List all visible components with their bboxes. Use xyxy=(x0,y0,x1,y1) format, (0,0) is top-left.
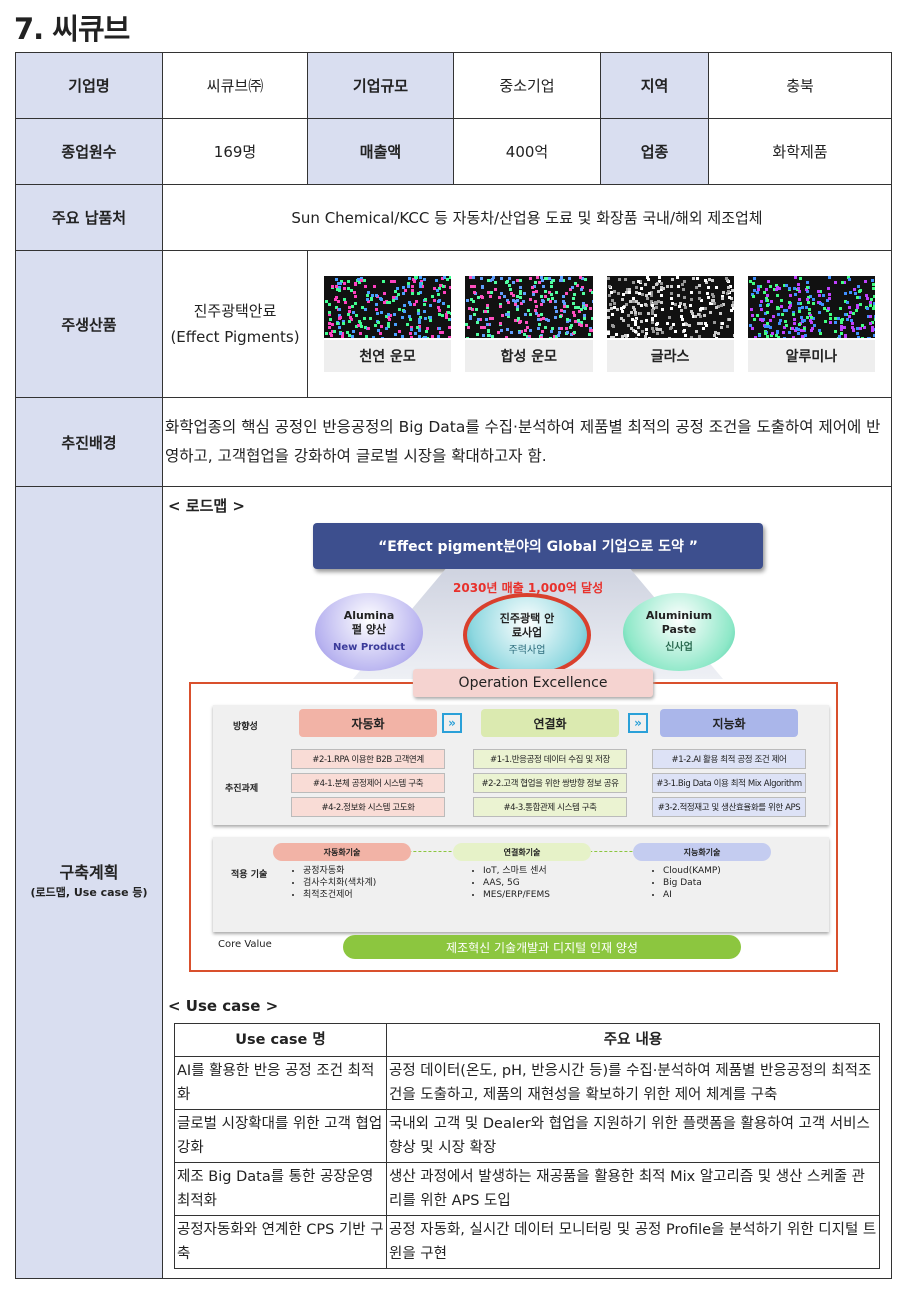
usecase-header-name: Use case 명 xyxy=(174,1023,387,1057)
usecase-name: 제조 Big Data를 통한 공장운영 최적화 xyxy=(174,1162,387,1216)
product-image xyxy=(747,276,875,338)
product-item: 천연 운모 xyxy=(324,276,452,372)
product-name: 진주광택안료 xyxy=(193,302,277,320)
product-label: 주생산품 xyxy=(15,250,163,398)
tech-item: Big Data xyxy=(663,877,721,889)
product-image xyxy=(324,276,452,338)
tech-category: 자동화기술 xyxy=(273,843,411,861)
tech-item: AAS, 5G xyxy=(483,877,550,889)
target-text: 2030년 매출 1,000억 달성 xyxy=(453,581,604,595)
company-table: 기업명 씨큐브㈜ 기업규모 중소기업 지역 충북 종업원수 169명 매출액 4… xyxy=(15,52,892,1279)
size-label: 기업규모 xyxy=(307,52,454,119)
usecase-name: 글로벌 시장확대를 위한 고객 협업 강화 xyxy=(174,1109,387,1163)
task-item: #2-1.RPA 이용한 B2B 고객연계 xyxy=(291,749,445,769)
product-label: 알루미나 xyxy=(747,340,875,372)
industry-value: 화학제품 xyxy=(708,118,892,185)
usecase-content: 공정 데이터(온도, pH, 반응시간 등)를 수집·분석하여 제품별 반응공정… xyxy=(386,1056,880,1110)
core-value: 제조혁신 기술개발과 디지털 인재 양성 xyxy=(343,935,741,959)
clients-value: Sun Chemical/KCC 등 자동차/산업용 도료 및 화장품 국내/해… xyxy=(162,184,892,251)
sales-value: 400억 xyxy=(453,118,601,185)
usecase-header-content: 주요 내용 xyxy=(386,1023,880,1057)
industry-label: 업종 xyxy=(600,118,709,185)
plan-sub: (로드맵, Use case 등) xyxy=(30,885,148,899)
tech-item: Cloud(KAMP) xyxy=(663,865,721,877)
direction-connect: 연결화 xyxy=(481,709,619,737)
company-value: 씨큐브㈜ xyxy=(162,52,308,119)
product-item: 합성 운모 xyxy=(465,276,593,372)
product-image xyxy=(606,276,734,338)
task-item: #1-1.반응공정 데이터 수집 및 저장 xyxy=(473,749,627,769)
tech-item: AI xyxy=(663,889,721,901)
product-image xyxy=(465,276,593,338)
usecase-name: 공정자동화와 연계한 CPS 기반 구축 xyxy=(174,1215,387,1269)
direction-label: 방향성 xyxy=(233,722,258,732)
task-item: #1-2.AI 활용 최적 공정 조건 제어 xyxy=(652,749,806,769)
roadmap-diagram: “Effect pigment분야의 Global 기업으로 도약 ” 2030… xyxy=(163,487,891,987)
tech-label: 적용 기술 xyxy=(231,870,268,880)
tech-item: 검사수치화(색차계) xyxy=(303,877,376,889)
product-label: 글라스 xyxy=(606,340,734,372)
tech-item: 공정자동화 xyxy=(303,865,376,877)
tech-list: IoT, 스마트 센서AAS, 5GMES/ERP/FEMS xyxy=(471,865,550,901)
product-label: 합성 운모 xyxy=(465,340,593,372)
product-sub: (Effect Pigments) xyxy=(170,328,300,346)
company-label: 기업명 xyxy=(15,52,163,119)
region-label: 지역 xyxy=(600,52,709,119)
employees-label: 종업원수 xyxy=(15,118,163,185)
usecase-content: 국내외 고객 및 Dealer와 협업을 지원하기 위한 플랫폼을 활용하여 고… xyxy=(386,1109,880,1163)
operation-excellence: Operation Excellence xyxy=(413,669,653,697)
background-label: 추진배경 xyxy=(15,397,163,487)
region-value: 충북 xyxy=(708,52,892,119)
task-item: #3-1.Big Data 이용 최적 Mix Algorithm xyxy=(652,773,806,793)
product-item: 알루미나 xyxy=(747,276,875,372)
clients-label: 주요 납품처 xyxy=(15,184,163,251)
goal-banner: “Effect pigment분야의 Global 기업으로 도약 ” xyxy=(313,523,763,569)
task-item: #3-2.적정재고 및 생산효율화를 위한 APS xyxy=(652,797,806,817)
sales-label: 매출액 xyxy=(307,118,454,185)
core-label: Core Value xyxy=(218,939,272,950)
usecase-content: 공정 자동화, 실시간 데이터 모니터링 및 공정 Profile을 분석하기 … xyxy=(386,1215,880,1269)
tech-item: MES/ERP/FEMS xyxy=(483,889,550,901)
usecase-content: 생산 과정에서 발생하는 재공품을 활용한 최적 Mix 알고리즘 및 생산 스… xyxy=(386,1162,880,1216)
tech-item: 최적조건제어 xyxy=(303,889,376,901)
task-item: #4-2.정보화 시스템 고도화 xyxy=(291,797,445,817)
tasks-label: 추진과제 xyxy=(225,784,259,794)
page-title: 7. 씨큐브 xyxy=(14,12,130,46)
roadmap-heading: < 로드맵 > xyxy=(168,497,245,515)
tech-category: 연결화기술 xyxy=(453,843,591,861)
product-label: 천연 운모 xyxy=(324,340,452,372)
chevron-right-icon: » xyxy=(628,713,648,733)
direction-auto: 자동화 xyxy=(299,709,437,737)
plan-cell: < 로드맵 > “Effect pigment분야의 Global 기업으로 도… xyxy=(162,486,892,1279)
usecase-heading: < Use case > xyxy=(168,997,279,1015)
task-item: #4-1.분체 공정제어 시스템 구축 xyxy=(291,773,445,793)
chevron-right-icon: » xyxy=(442,713,462,733)
usecase-name: AI를 활용한 반응 공정 조건 최적화 xyxy=(174,1056,387,1110)
background-text: 화학업종의 핵심 공정인 반응공정의 Big Data를 수집·분석하여 제품별… xyxy=(162,397,892,487)
tech-list: Cloud(KAMP)Big DataAI xyxy=(651,865,721,901)
size-value: 중소기업 xyxy=(453,52,601,119)
tech-category: 지능화기술 xyxy=(633,843,771,861)
tech-item: IoT, 스마트 센서 xyxy=(483,865,550,877)
product-item: 글라스 xyxy=(606,276,734,372)
direction-intel: 지능화 xyxy=(660,709,798,737)
task-item: #2-2.고객 협업을 위한 쌍방향 정보 공유 xyxy=(473,773,627,793)
tech-list: 공정자동화검사수치화(색차계)최적조건제어 xyxy=(291,865,376,901)
employees-value: 169명 xyxy=(162,118,308,185)
plan-label: 구축계획 xyxy=(59,862,119,882)
task-item: #4-3.통합관제 시스템 구축 xyxy=(473,797,627,817)
